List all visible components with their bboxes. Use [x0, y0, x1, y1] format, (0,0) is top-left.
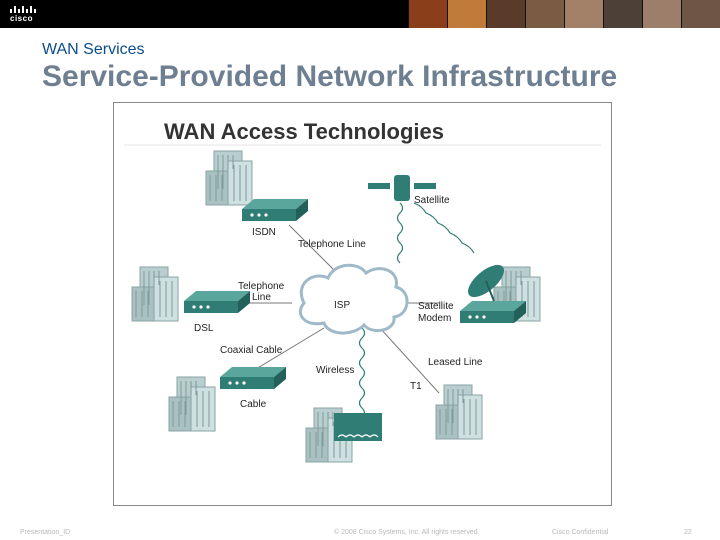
slide-title: Service-Provided Network Infrastructure	[42, 60, 618, 93]
footer-presentation-id: Presentation_ID	[20, 529, 71, 536]
satellite-icon	[368, 175, 436, 201]
cable-modem-icon	[220, 367, 286, 389]
label-isp: ISP	[334, 300, 350, 311]
diagram-title: WAN Access Technologies	[164, 119, 444, 144]
footer-copyright: © 2008 Cisco Systems, Inc. All rights re…	[334, 529, 480, 536]
label-telephone-line-top: Telephone	[238, 281, 285, 292]
slide-subtitle: WAN Services	[42, 41, 145, 58]
wan-access-diagram: WAN Access Technologies	[113, 102, 612, 506]
wireless-router-icon	[334, 413, 382, 441]
satellite-dish-icon	[467, 264, 505, 302]
label-satellite: Satellite	[414, 195, 450, 206]
label-cable: Cable	[240, 399, 267, 410]
top-banner: cisco	[0, 0, 720, 28]
footer-page-number: 22	[684, 529, 692, 536]
dsl-modem-icon	[184, 291, 250, 313]
label-isdn: ISDN	[252, 227, 276, 238]
satellite-modem-icon	[460, 301, 526, 323]
people-photo-strip	[408, 0, 720, 28]
building-icon-isdn-site	[205, 150, 253, 206]
building-icon-leased-line-site	[435, 384, 483, 440]
label-t1: T1	[410, 381, 422, 392]
wireless-links	[358, 202, 475, 429]
cisco-logo-text: cisco	[10, 14, 33, 23]
label-telephone-line: Telephone Line	[298, 239, 366, 250]
isdn-modem-icon	[242, 199, 308, 221]
footer-confidential: Cisco Confidential	[552, 529, 609, 536]
isp-cloud-icon	[298, 263, 409, 335]
building-icon-cable-site	[168, 376, 216, 432]
label-dsl: DSL	[194, 323, 214, 334]
building-icon-dsl-site	[131, 266, 179, 322]
label-leased-line: Leased Line	[428, 357, 483, 368]
label-telephone-line-bottom: Line	[252, 292, 271, 303]
cisco-logo-icon	[10, 6, 36, 13]
label-satellite-modem-bottom: Modem	[418, 313, 451, 324]
label-wireless: Wireless	[316, 365, 354, 376]
label-satellite-modem-top: Satellite	[418, 301, 454, 312]
label-coaxial-cable: Coaxial Cable	[220, 345, 283, 356]
